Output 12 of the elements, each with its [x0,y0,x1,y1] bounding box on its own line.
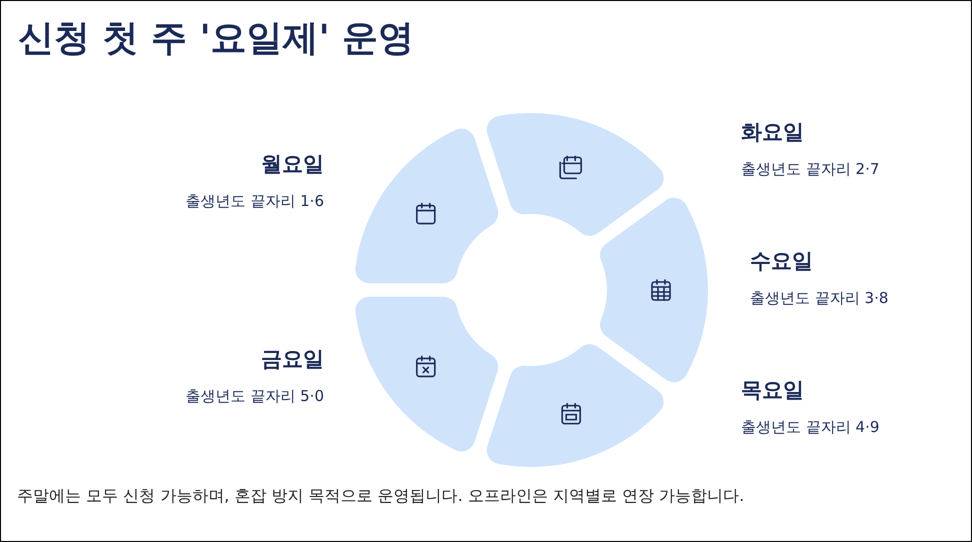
birth-year-rule: 출생년도 끝자리 2·7 [741,160,880,179]
day-label: 수요일 [750,248,814,275]
birth-year-rule: 출생년도 끝자리 1·6 [184,192,324,211]
day-label: 목요일 [741,377,805,404]
day-label: 화요일 [741,119,805,146]
birth-year-rule: 출생년도 끝자리 3·8 [750,289,890,308]
caption: 주말에는 모두 신청 가능하며, 혼잡 방지 목적으로 운영됩니다. 오프라인은 지역별로 연장 가능합니다. [17,486,744,507]
birth-year-rule: 출생년도 끝자리 5·0 [184,387,324,406]
birth-year-rule: 출생년도 끝자리 4·9 [741,418,880,437]
title: 신청 첫 주 '요일제' 운영 [18,17,414,61]
day-label: 금요일 [260,346,324,373]
day-label: 월요일 [260,151,324,178]
